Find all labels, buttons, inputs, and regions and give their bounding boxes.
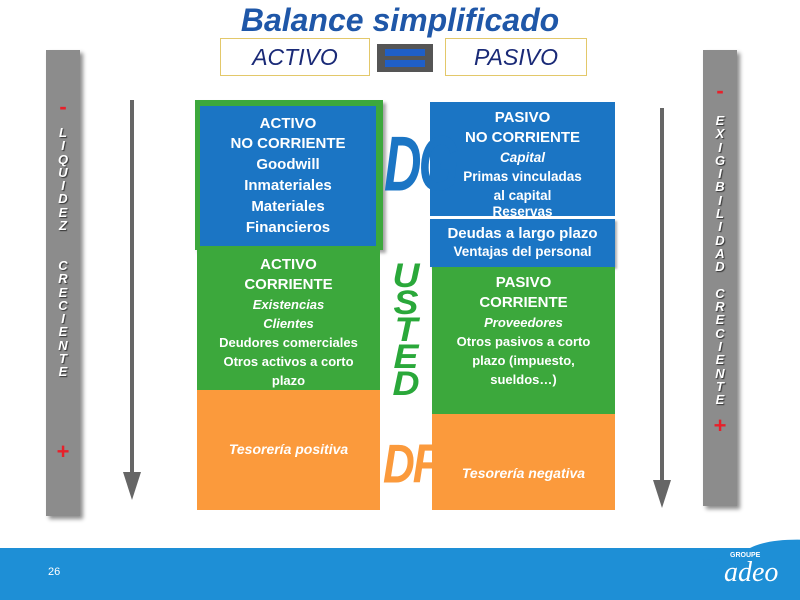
- liquidez-plus-sign: +: [56, 438, 70, 464]
- ac-item: Clientes: [263, 316, 314, 331]
- exigibilidad-plus-sign: +: [713, 412, 727, 438]
- pc-item: Proveedores: [484, 315, 563, 330]
- pasivo-corriente-box: PASIVO CORRIENTE Proveedores Otros pasiv…: [432, 267, 615, 414]
- pc-title2: CORRIENTE: [479, 294, 568, 311]
- divider-line: [430, 216, 615, 219]
- liquidez-text: L I Q U I D E Z C R E C I E N T E: [57, 125, 69, 380]
- pc-item: Otros pasivos a corto: [456, 334, 591, 349]
- logo-groupe-text: GROUPE: [730, 552, 761, 559]
- equals-sign: [377, 44, 433, 72]
- tesoreria-negativa-label: Tesorería negativa: [461, 465, 586, 481]
- exigibilidad-minus-sign: -: [716, 78, 724, 103]
- header-pasivo: PASIVO: [445, 38, 587, 76]
- page-number: 26: [48, 566, 61, 578]
- pc-item: plazo (impuesto,: [472, 353, 575, 368]
- pc-title1: PASIVO: [495, 274, 552, 291]
- arrow-down-right-icon: [653, 108, 671, 508]
- footer-wave-decoration: [700, 539, 800, 560]
- anc-item: Materiales: [251, 198, 325, 215]
- usted-label: U S T E D: [392, 257, 420, 403]
- equals-bar-bottom: [385, 60, 425, 67]
- deudas-line2: Ventajas del personal: [453, 244, 592, 259]
- liquidez-minus-sign: -: [59, 94, 67, 119]
- exigibilidad-text: E X I G I B I L I D A D C R E C I E N T …: [714, 113, 726, 408]
- anc-title1: ACTIVO: [259, 115, 317, 132]
- ac-item: plazo: [271, 373, 306, 388]
- footer-bar: [0, 548, 800, 600]
- ac-title1: ACTIVO: [260, 256, 317, 273]
- arrow-down-left-icon: [123, 100, 141, 500]
- dg-label: DG: [384, 121, 459, 209]
- header-activo: ACTIVO: [220, 38, 370, 76]
- liquidez-bar: - L I Q U I D E Z C R E C I E N T E +: [46, 50, 80, 516]
- activo-corriente-box: ACTIVO CORRIENTE Existencias Clientes De…: [197, 250, 380, 390]
- pnc-title1: PASIVO: [494, 109, 551, 126]
- pnc-item: Reservas: [492, 205, 553, 217]
- pasivo-no-corriente-box: PASIVO NO CORRIENTE Capital Primas vincu…: [430, 102, 615, 220]
- tesoreria-positiva-box: Tesorería positiva: [197, 390, 380, 510]
- tesoreria-negativa-box: Tesorería negativa: [432, 414, 615, 510]
- logo-text: adeo: [724, 557, 778, 588]
- ac-title2: CORRIENTE: [244, 276, 333, 293]
- anc-item: Goodwill: [256, 156, 320, 173]
- deudas-line1: Deudas a largo plazo: [447, 225, 598, 242]
- anc-title2: NO CORRIENTE: [230, 135, 346, 152]
- ac-item: Existencias: [252, 297, 325, 312]
- deudas-largo-plazo-box: Deudas a largo plazo Ventajas del person…: [430, 219, 615, 267]
- df-label: DF: [383, 433, 440, 495]
- adeo-logo-icon: adeo: [724, 557, 778, 588]
- pnc-item: al capital: [493, 188, 552, 203]
- tesoreria-positiva-label: Tesorería positiva: [228, 441, 349, 457]
- activo-no-corriente-box: ACTIVO NO CORRIENTE Goodwill Inmateriale…: [200, 106, 376, 246]
- pnc-title2: NO CORRIENTE: [464, 129, 580, 146]
- ac-item: Deudores comerciales: [219, 335, 358, 350]
- anc-item: Financieros: [245, 219, 331, 236]
- pc-item: sueldos…): [490, 372, 557, 387]
- pnc-item: Capital: [499, 150, 545, 165]
- exigibilidad-bar: - E X I G I B I L I D A D C R E C I E N …: [703, 50, 737, 506]
- anc-item: Inmateriales: [244, 177, 332, 194]
- page-title: Balance simplificado: [240, 2, 560, 38]
- pnc-item: Primas vinculadas: [463, 169, 582, 184]
- equals-bar-top: [385, 49, 425, 56]
- ac-item: Otros activos a corto: [223, 354, 354, 369]
